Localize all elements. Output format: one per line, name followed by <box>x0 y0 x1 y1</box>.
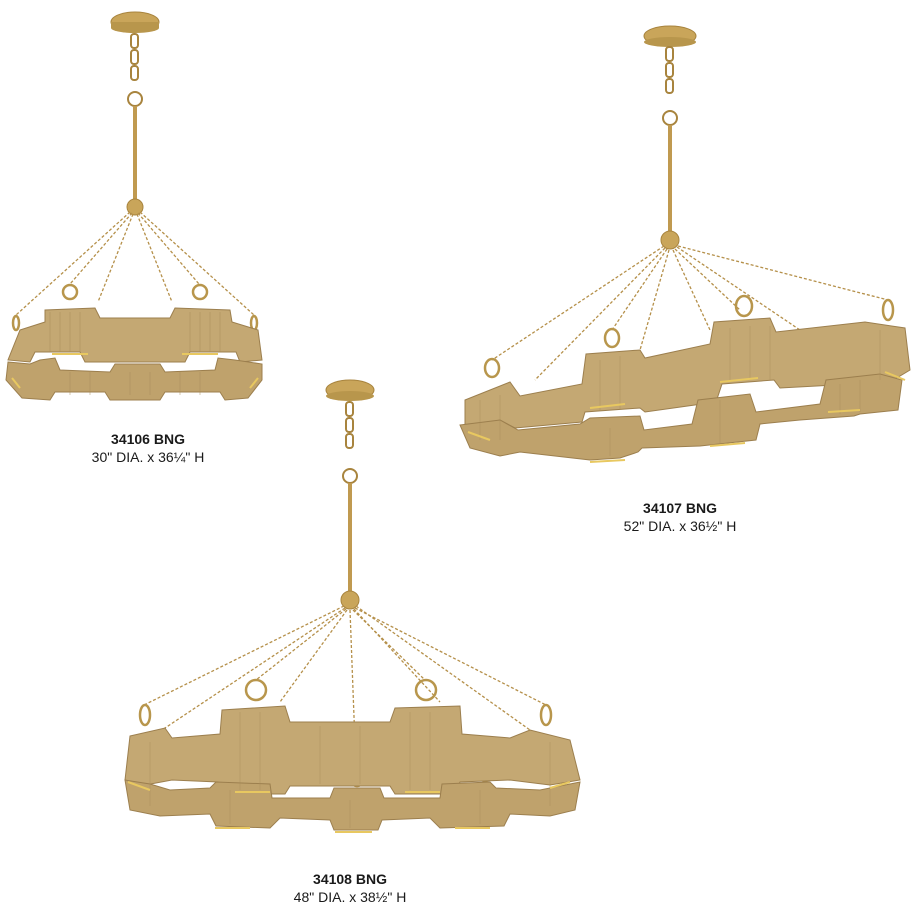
dimensions: 30" DIA. x 36¼" H <box>91 449 205 465</box>
model-number: 34106 BNG <box>111 431 185 447</box>
product-34106: 34106 BNG 30" DIA. x 36¼" H <box>0 0 280 480</box>
chandelier-image-34108 <box>124 379 581 833</box>
model-number: 34108 BNG <box>313 871 387 887</box>
chandelier-image-34106 <box>5 11 263 401</box>
product-34107: 34107 BNG 52" DIA. x 36½" H <box>440 0 912 540</box>
model-number: 34107 BNG <box>643 500 717 516</box>
dimensions: 48" DIA. x 38½" H <box>293 889 407 905</box>
chandelier-image-34107 <box>459 25 911 463</box>
product-caption: 34107 BNG 52" DIA. x 36½" H <box>580 499 780 535</box>
product-34108: 34108 BNG 48" DIA. x 38½" H <box>110 370 590 912</box>
product-caption: 34106 BNG 30" DIA. x 36¼" H <box>48 430 248 466</box>
product-caption: 34108 BNG 48" DIA. x 38½" H <box>250 870 450 906</box>
dimensions: 52" DIA. x 36½" H <box>623 518 737 534</box>
